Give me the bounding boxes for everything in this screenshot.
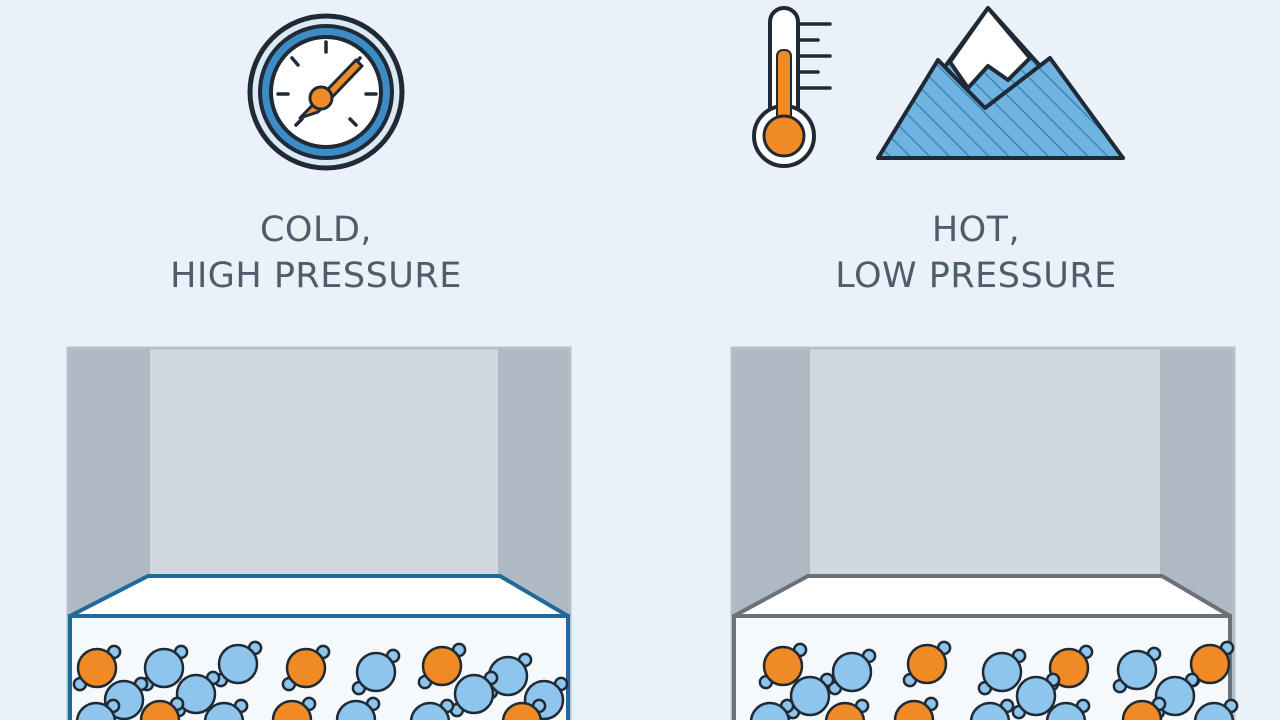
orange-molecule xyxy=(824,698,870,720)
orange-molecule xyxy=(139,696,185,720)
orange-molecule xyxy=(893,696,939,720)
blue-molecule xyxy=(351,648,401,696)
heading-line-2: HIGH PRESSURE xyxy=(170,256,462,296)
heading-line-1: COLD, xyxy=(259,210,373,250)
orange-molecule xyxy=(1121,696,1167,720)
blue-molecule xyxy=(1193,698,1239,720)
blue-molecule xyxy=(749,698,795,720)
container-left xyxy=(66,346,572,720)
molecules-left xyxy=(72,640,569,720)
blue-molecule xyxy=(977,648,1027,696)
container-right xyxy=(730,346,1239,720)
blue-molecule xyxy=(449,670,499,718)
orange-molecule xyxy=(271,696,317,720)
molecules-right xyxy=(749,640,1239,720)
blue-molecule xyxy=(409,698,455,720)
orange-molecule xyxy=(281,644,331,692)
blue-molecule xyxy=(1045,698,1091,720)
thermometer-icon xyxy=(752,6,832,168)
pressure-gauge-icon xyxy=(247,13,405,171)
blue-molecule xyxy=(1150,672,1200,720)
blue-molecule xyxy=(969,698,1015,720)
blue-molecule xyxy=(213,640,263,688)
blue-molecule xyxy=(1011,672,1061,720)
blue-molecule xyxy=(75,698,121,720)
heading-line-1: HOT, xyxy=(931,210,1021,250)
orange-molecule xyxy=(417,642,467,690)
orange-molecule xyxy=(758,642,808,690)
orange-molecule xyxy=(72,644,122,692)
blue-molecule xyxy=(203,698,249,720)
blue-molecule xyxy=(1112,646,1162,694)
panel-heading-left: COLD, HIGH PRESSURE xyxy=(106,207,526,299)
orange-molecule xyxy=(501,698,547,720)
blue-molecule xyxy=(335,696,381,720)
orange-molecule xyxy=(902,640,952,688)
mountain-icon xyxy=(876,6,1125,160)
heading-line-2: LOW PRESSURE xyxy=(835,256,1117,296)
panel-heading-right: HOT, LOW PRESSURE xyxy=(766,207,1186,299)
blue-molecule xyxy=(827,648,877,696)
